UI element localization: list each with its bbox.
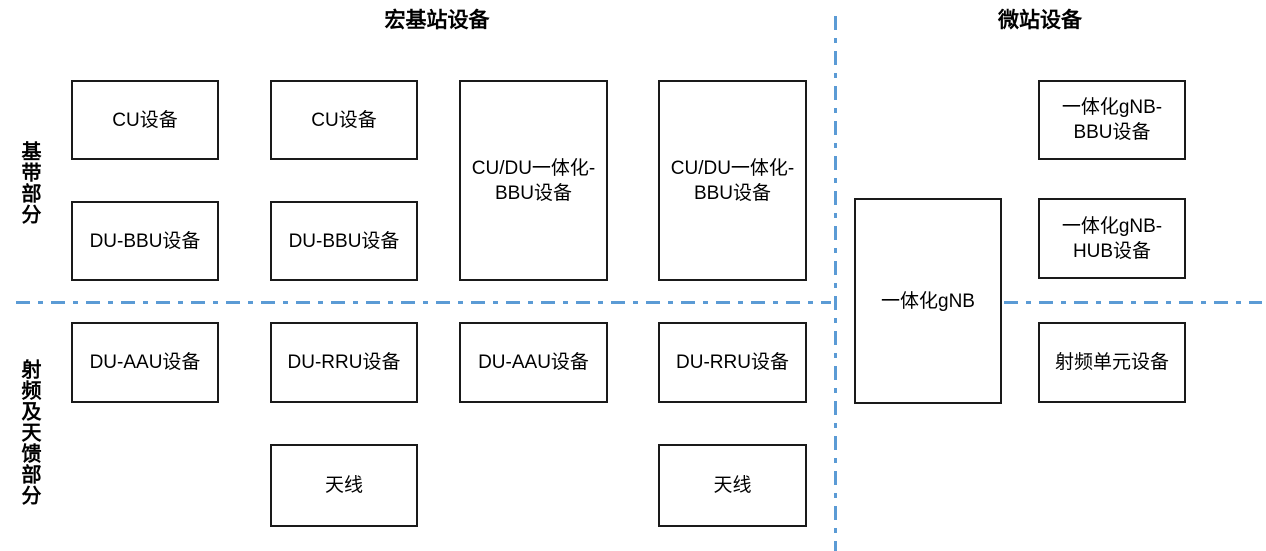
box-label: DU-AAU设备 <box>478 352 589 373</box>
box-label: 天线 <box>324 475 363 496</box>
box-micro-integrated-gnb-bbu-equipment[interactable]: 一体化gNB-BBU设备 <box>1038 80 1186 160</box>
box-label: 一体化gNB-HUB设备 <box>1061 215 1163 262</box>
box-col1-du-aau-equipment[interactable]: DU-AAU设备 <box>71 322 219 403</box>
box-micro-rf-unit-equipment[interactable]: 射频单元设备 <box>1038 322 1186 403</box>
box-col2-antenna[interactable]: 天线 <box>270 444 418 527</box>
section-title-macro: 宏基站设备 <box>384 9 490 32</box>
box-label: 射频单元设备 <box>1054 352 1169 373</box>
divider-horizontal-left <box>16 301 831 304</box>
section-title-micro: 微站设备 <box>998 9 1082 32</box>
box-label: CU设备 <box>311 109 377 131</box>
box-label: CU设备 <box>112 109 178 131</box>
box-label: DU-RRU设备 <box>287 352 401 373</box>
box-micro-integrated-gnb[interactable]: 一体化gNB <box>854 198 1002 404</box>
box-col3-du-aau-equipment[interactable]: DU-AAU设备 <box>459 322 608 403</box>
row-label-baseband: 基带部分 <box>18 141 40 225</box>
box-label: DU-BBU设备 <box>288 230 400 252</box>
box-label: 一体化gNB <box>881 290 975 312</box>
box-label: 一体化gNB-BBU设备 <box>1061 97 1163 143</box>
box-label: CU/DU一体化-BBU设备 <box>471 157 596 204</box>
box-col3-cudu-integrated-bbu-equipment[interactable]: CU/DU一体化-BBU设备 <box>459 80 608 281</box>
divider-vertical-macro-micro <box>834 16 837 551</box>
box-col2-cu-equipment[interactable]: CU设备 <box>270 80 418 160</box>
box-col4-cudu-integrated-bbu-equipment[interactable]: CU/DU一体化-BBU设备 <box>658 80 807 281</box>
box-col4-du-rru-equipment[interactable]: DU-RRU设备 <box>658 322 807 403</box>
box-label: CU/DU一体化-BBU设备 <box>670 157 795 204</box>
row-label-rf-antenna: 射频及天馈部分 <box>18 359 40 506</box>
box-col2-du-bbu-equipment[interactable]: DU-BBU设备 <box>270 201 418 281</box>
divider-horizontal-right <box>1004 301 1262 304</box>
box-label: 天线 <box>713 475 752 496</box>
box-micro-integrated-gnb-hub-equipment[interactable]: 一体化gNB-HUB设备 <box>1038 198 1186 279</box>
box-col1-cu-equipment[interactable]: CU设备 <box>71 80 219 160</box>
box-label: DU-RRU设备 <box>676 352 789 373</box>
box-col2-du-rru-equipment[interactable]: DU-RRU设备 <box>270 322 418 403</box>
box-col1-du-bbu-equipment[interactable]: DU-BBU设备 <box>71 201 219 281</box>
box-label: DU-AAU设备 <box>89 352 201 373</box>
box-col4-antenna[interactable]: 天线 <box>658 444 807 527</box>
box-label: DU-BBU设备 <box>89 230 201 252</box>
